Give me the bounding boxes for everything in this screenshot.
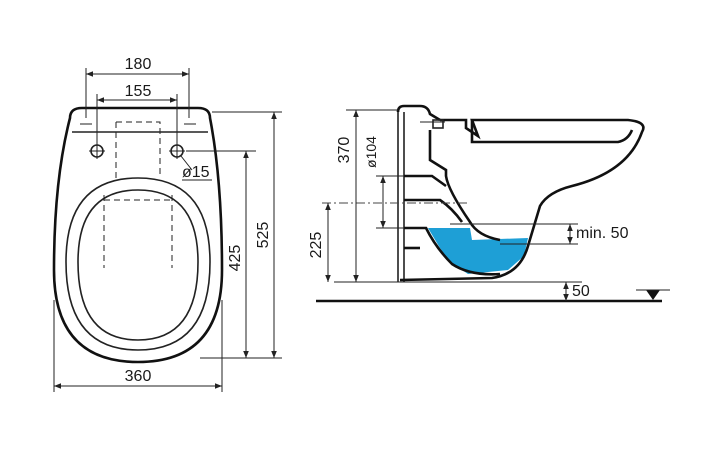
dim-water-min: min. 50: [450, 223, 629, 245]
label-180: 180: [125, 56, 152, 73]
label-dia104: ø104: [363, 136, 379, 168]
dim-hole-diameter: ø15: [180, 155, 212, 181]
label-425: 425: [227, 245, 244, 272]
dim-outlet-height: 225: [308, 203, 331, 282]
bowl-outer-outline: [52, 106, 224, 364]
label-525: 525: [255, 222, 272, 249]
label-360: 360: [125, 368, 152, 385]
dim-floor-offset: 50: [563, 282, 590, 301]
dim-total-length: 525: [212, 111, 282, 359]
label-dia15: ø15: [182, 164, 210, 181]
outlet-trap: [404, 174, 464, 223]
dim-hole-spacing: 155: [96, 83, 178, 145]
dim-height-total: 370: [336, 109, 398, 282]
label-min50: min. 50: [576, 225, 629, 242]
floor-marker-icon: [646, 290, 660, 300]
mounting-hole-left: [89, 143, 105, 159]
top-view: 180 155 ø15 525 425: [52, 56, 282, 392]
label-225: 225: [308, 232, 325, 259]
bowl-body-outline: [399, 118, 645, 282]
mounting-hole-right: [169, 143, 185, 159]
bowl-inner-outline: [470, 120, 634, 144]
seat-outer-outline: [65, 177, 211, 351]
dim-hole-to-front: 425: [186, 150, 256, 359]
dim-top-width: 180: [85, 56, 190, 118]
hinge-hidden-lines: [103, 121, 173, 268]
side-view: 370 ø104 225 min. 50 50: [308, 104, 670, 303]
label-155: 155: [125, 83, 152, 100]
label-50: 50: [572, 283, 590, 300]
dim-outlet-diameter: ø104: [363, 136, 404, 229]
wall-plate: [397, 112, 405, 282]
label-370: 370: [336, 137, 353, 164]
dim-bottom-width: 360: [53, 300, 223, 392]
seat-inner-outline: [77, 189, 199, 341]
water-area: [428, 228, 528, 274]
